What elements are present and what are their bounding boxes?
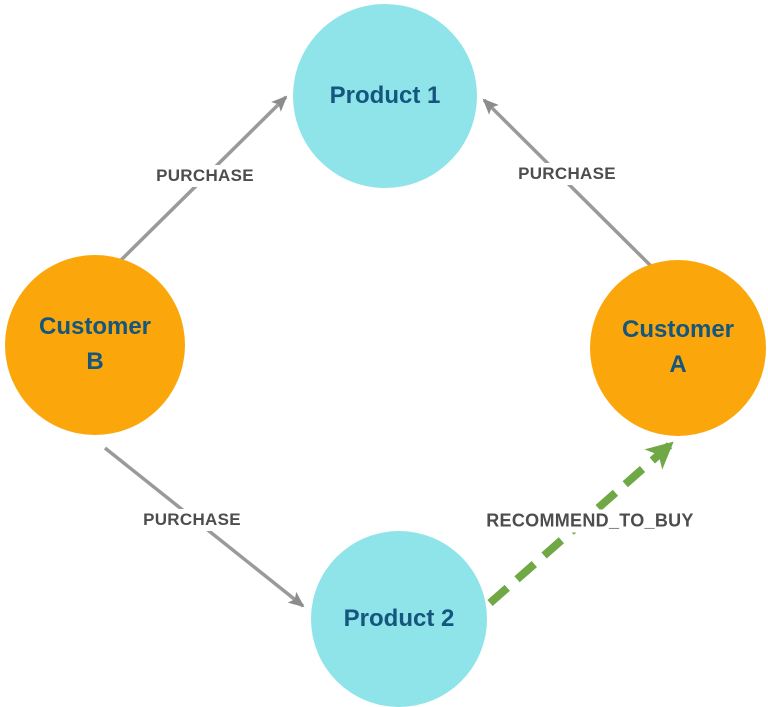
- node-customer-b-label: Customer B: [38, 313, 152, 375]
- node-customer-a-label: Customer A: [621, 316, 735, 378]
- node-customer-a: Customer A: [590, 260, 766, 436]
- node-product-2-label: Product 2: [343, 604, 455, 632]
- edge-label-recommend-to-buy: RECOMMEND_TO_BUY: [481, 509, 699, 533]
- node-product-1: Product 1: [293, 4, 477, 188]
- edge-label-purchase-b-p2: PURCHASE: [138, 509, 246, 531]
- node-product-2: Product 2: [311, 531, 487, 707]
- node-product-1-label: Product 1: [329, 81, 441, 109]
- edge-label-purchase-b-p1: PURCHASE: [151, 165, 259, 187]
- edge-label-purchase-a-p1: PURCHASE: [513, 163, 621, 185]
- node-customer-b: Customer B: [5, 255, 185, 435]
